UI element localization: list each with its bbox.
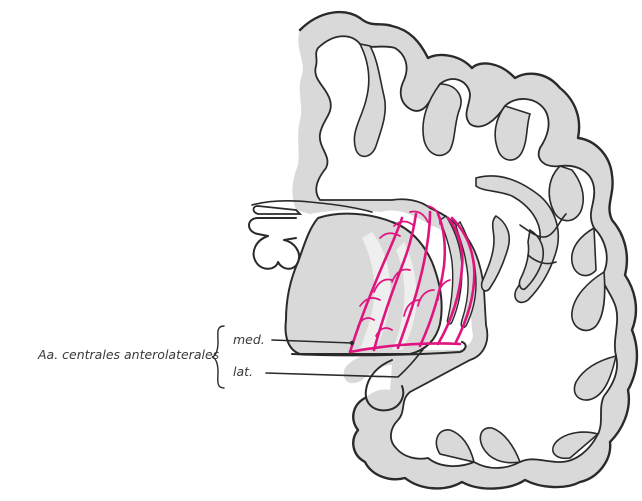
optic-region-outline [249,218,299,269]
anterolateral-central-arteries-label: Aa. centrales anterolaterales [38,349,219,362]
lateral-ventricle [254,206,301,214]
lateral-branch-label: lat. [233,366,253,379]
medial-branch-label: med. [233,334,265,347]
